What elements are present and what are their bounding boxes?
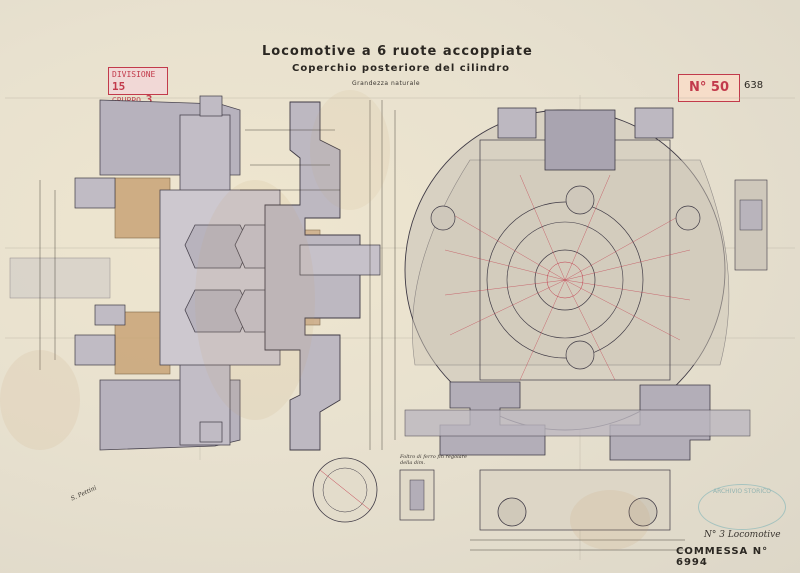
commessa-number: COMMESSA N° 6994: [676, 546, 769, 568]
stud-top: [199, 95, 223, 117]
bolt-hole-bottom: [565, 340, 595, 370]
gland-nut-top: [184, 224, 251, 269]
bolt-hole-right: [675, 205, 701, 231]
division-label: DIVISIONE: [112, 70, 156, 79]
bolt-hole-left: [430, 205, 456, 231]
bolt-nut-lower: [74, 334, 116, 366]
note-bottom: N° 3 Locomotive: [704, 530, 781, 540]
group-value: 3: [145, 93, 153, 106]
stud-bottom: [199, 421, 223, 443]
bottom-section-view: [404, 381, 751, 551]
bolt-hole-top: [565, 185, 595, 215]
rear-cover-profile: [264, 101, 361, 451]
top-boss: [544, 109, 616, 171]
radial-construction: [444, 174, 691, 381]
front-view: [404, 107, 768, 431]
left-section-view: [9, 95, 396, 451]
note-center: Foltro di ferro fin regolare della dim.: [400, 454, 468, 466]
detail-circle: [312, 457, 378, 523]
central-boss: [159, 189, 281, 366]
plug-detail: [399, 469, 435, 521]
sheet-number: 638: [744, 80, 764, 91]
title-line2: Coperchio posteriore del cilindro: [292, 63, 511, 74]
division-value: 15: [112, 80, 126, 93]
drawing-number-stamp: N° 50: [678, 74, 740, 102]
scale-note: Grandezza naturale: [352, 80, 421, 87]
title-line1: Locomotive a 6 ruote accoppiate: [262, 44, 533, 59]
bolt-nut-upper: [74, 177, 116, 209]
archive-stamp: ARCHIVIO STORICO: [698, 484, 786, 530]
gland-nut-bottom: [184, 289, 251, 333]
piston-rod: [299, 244, 381, 276]
